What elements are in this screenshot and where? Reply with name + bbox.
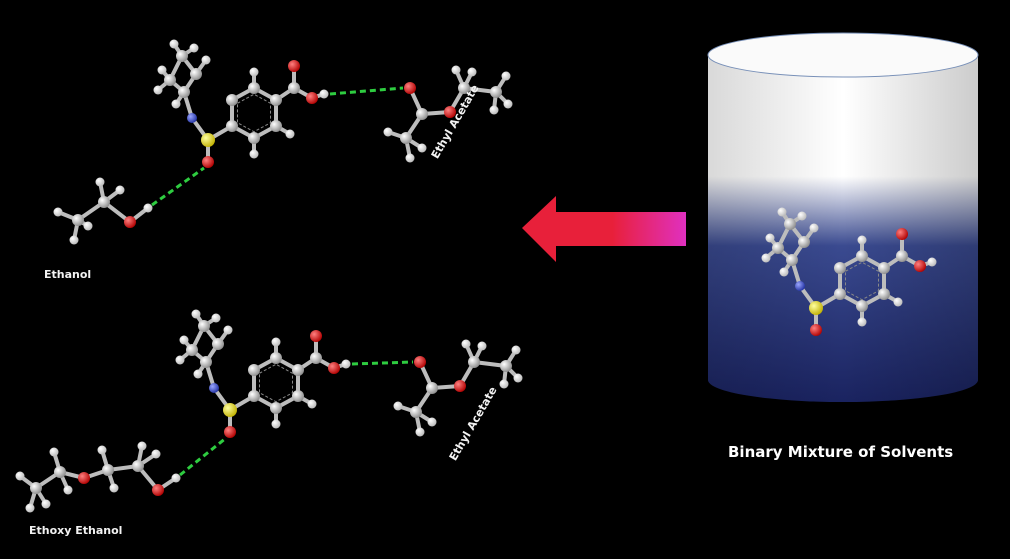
caption-binary-mixture: Binary Mixture of Solvents xyxy=(728,443,954,461)
beaker-icon xyxy=(707,32,979,402)
label-ethanol: Ethanol xyxy=(44,268,92,281)
molecule-icon xyxy=(15,39,937,513)
label-ethoxy-ethanol: Ethoxy Ethanol xyxy=(29,524,123,537)
arrow-left-icon xyxy=(522,196,686,262)
